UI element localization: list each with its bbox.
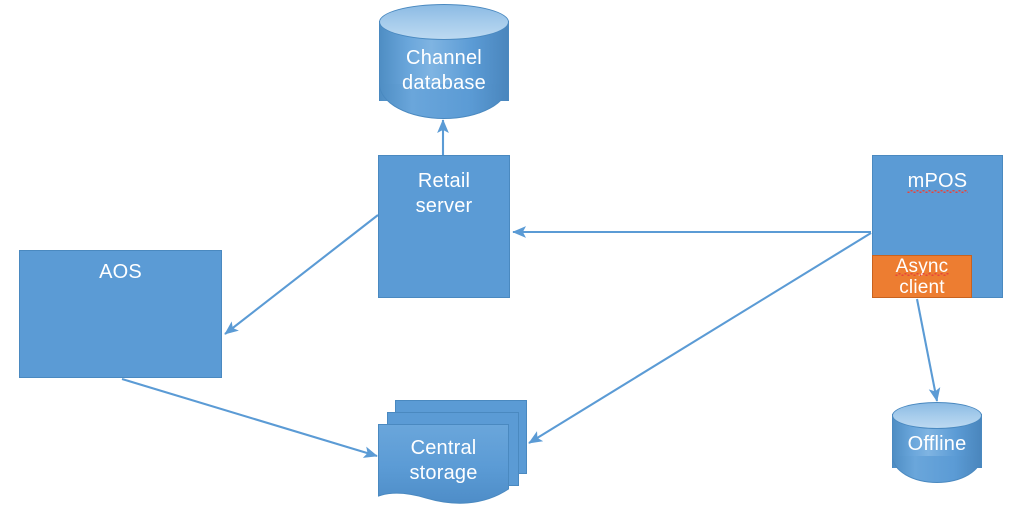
node-offline[interactable]: Offline — [892, 402, 982, 483]
cylinder-top — [379, 4, 509, 40]
storage-sheet-front — [378, 424, 509, 504]
node-central-storage[interactable]: Central storage — [378, 400, 527, 510]
cylinder-top — [892, 402, 982, 429]
mpos-label-text: mPOS — [906, 170, 969, 193]
cylinder-bottom — [892, 456, 982, 483]
node-label-channel-database: Channel database — [402, 47, 486, 94]
connector-async-client-to-offline — [915, 298, 941, 402]
node-label-central-storage: Central storage — [409, 437, 478, 484]
connector-aos-to-central-storage — [121, 377, 378, 458]
node-label-offline: Offline — [907, 433, 967, 455]
connector-mpos-to-central-storage — [528, 232, 872, 444]
node-channel-database[interactable]: Channel database — [379, 4, 509, 119]
node-aos[interactable]: AOS — [19, 250, 222, 378]
node-label-mpos: mPOS — [906, 169, 969, 194]
node-label-aos: AOS — [99, 261, 142, 283]
async-client-label-word-1: Async — [894, 256, 950, 277]
connector-retail-server-to-aos — [224, 214, 379, 335]
node-label-retail-server: Retail server — [415, 170, 473, 217]
node-retail-server[interactable]: Retail server — [378, 155, 510, 298]
